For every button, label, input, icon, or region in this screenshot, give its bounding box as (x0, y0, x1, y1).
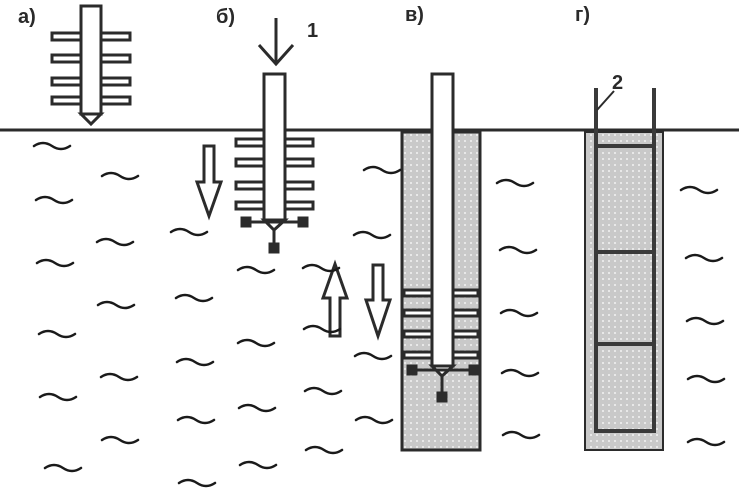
soil-mark (352, 230, 392, 240)
nozzle-fittings (240, 216, 309, 254)
soil-mark (100, 435, 140, 445)
soil-mark (684, 253, 724, 263)
soil-mark (176, 415, 216, 425)
soil-texture (32, 141, 726, 488)
soil-mark (686, 374, 726, 384)
callout-2: 2 (612, 72, 624, 94)
soil-mark (96, 300, 136, 310)
auger-blades (402, 288, 480, 360)
stage-g-pile (584, 88, 664, 451)
soil-mark (495, 178, 535, 188)
soil-mark (37, 329, 77, 339)
stage-a-auger (50, 4, 132, 127)
soil-mark (362, 165, 402, 175)
auger-shaft (262, 72, 287, 222)
soil-mark (499, 308, 539, 318)
soil-mark (174, 293, 214, 303)
auger-blades (234, 137, 315, 211)
auger-shaft (79, 4, 103, 116)
down-arrow-icon (194, 144, 224, 221)
soil-mark (236, 265, 276, 275)
soil-mark (99, 372, 139, 382)
stage-b-auger (194, 18, 315, 254)
soil-mark (169, 227, 209, 237)
soil-mark (43, 463, 83, 473)
soil-mark (35, 258, 75, 268)
stage-v-borehole (400, 72, 482, 452)
stage-label-b: б) (216, 6, 236, 28)
soil-mark (685, 316, 725, 326)
callout-leader (596, 90, 615, 111)
soil-mark (353, 351, 393, 361)
soil-mark (236, 338, 276, 348)
auger-shaft (430, 72, 455, 368)
stage-label-a: а) (18, 6, 36, 28)
stage-label-g: г) (575, 4, 590, 26)
soil-mark (100, 171, 140, 181)
soil-mark (303, 386, 343, 396)
soil-mark (679, 185, 719, 195)
soil-mark (175, 357, 215, 367)
soil-mark (302, 324, 342, 334)
soil-mark (34, 195, 74, 205)
callout-1: 1 (307, 20, 319, 42)
auger-blades (50, 31, 132, 106)
soil-mark (95, 237, 135, 247)
soil-mark (32, 141, 72, 151)
soil-mark (237, 403, 277, 413)
soil-mark (501, 430, 541, 440)
force-arrow-icon (257, 18, 295, 67)
auger-tip (77, 112, 105, 127)
nozzle-fittings (406, 364, 480, 403)
soil-mark (500, 368, 540, 378)
soil-mark (301, 263, 341, 273)
soil-mark (304, 445, 344, 455)
soil-mark (38, 392, 78, 402)
soil-mark (686, 437, 726, 447)
soil-mark (498, 245, 538, 255)
stage-label-v: в) (405, 4, 424, 26)
reinforcement-cage (594, 88, 656, 433)
down-arrow-icon (363, 263, 393, 341)
up-arrow-icon (320, 259, 350, 338)
soil-mark (177, 478, 217, 488)
soil-mark (238, 460, 278, 470)
soil-mark (354, 415, 394, 425)
